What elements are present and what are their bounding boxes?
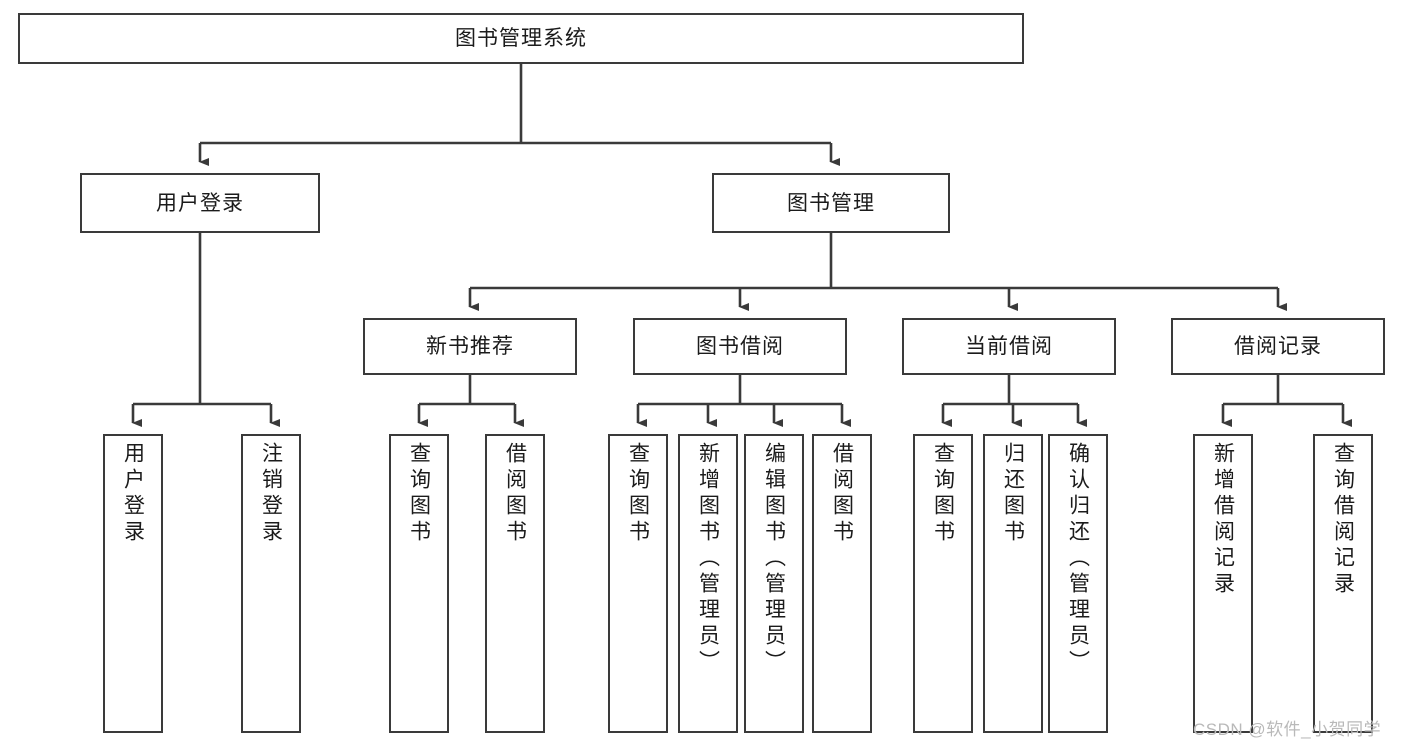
node-label-root: 图书管理系统 — [455, 27, 587, 50]
node-label-leaf-add-record: 新增借阅记录 — [1211, 442, 1235, 598]
node-label-borrow-record: 借阅记录 — [1234, 335, 1322, 358]
node-leaf-query-book-1[interactable]: 查询图书 — [389, 434, 449, 733]
node-label-book-manage: 图书管理 — [787, 191, 875, 215]
node-user-login[interactable]: 用户登录 — [80, 173, 320, 233]
node-label-user-login: 用户登录 — [156, 191, 244, 215]
node-leaf-borrow-book-2[interactable]: 借阅图书 — [812, 434, 872, 733]
node-leaf-query-record[interactable]: 查询借阅记录 — [1313, 434, 1373, 733]
node-label-book-borrow: 图书借阅 — [696, 335, 784, 358]
node-book-manage[interactable]: 图书管理 — [712, 173, 950, 233]
node-label-new-book-recommend: 新书推荐 — [426, 335, 514, 358]
node-current-borrow[interactable]: 当前借阅 — [902, 318, 1116, 375]
node-leaf-user-login[interactable]: 用户登录 — [103, 434, 163, 733]
node-label-leaf-add-book: 新增图书（管理员） — [696, 442, 720, 676]
watermark-text: CSDN @软件_小贺同学 — [1193, 720, 1382, 739]
node-label-leaf-query-book-2: 查询图书 — [626, 442, 650, 546]
node-borrow-record[interactable]: 借阅记录 — [1171, 318, 1385, 375]
node-label-leaf-return-book: 归还图书 — [1001, 442, 1025, 546]
connector-group — [131, 64, 1352, 427]
node-label-leaf-borrow-book-1: 借阅图书 — [503, 442, 527, 546]
node-leaf-edit-book[interactable]: 编辑图书（管理员） — [744, 434, 804, 733]
node-label-leaf-query-record: 查询借阅记录 — [1331, 442, 1355, 598]
node-leaf-borrow-book-1[interactable]: 借阅图书 — [485, 434, 545, 733]
node-leaf-return-book[interactable]: 归还图书 — [983, 434, 1043, 733]
node-label-leaf-query-book-3: 查询图书 — [931, 442, 955, 546]
node-label-leaf-confirm-return: 确认归还（管理员） — [1066, 442, 1090, 676]
node-leaf-add-book[interactable]: 新增图书（管理员） — [678, 434, 738, 733]
node-leaf-user-logout[interactable]: 注销登录 — [241, 434, 301, 733]
node-label-leaf-edit-book: 编辑图书（管理员） — [762, 442, 786, 676]
node-leaf-query-book-2[interactable]: 查询图书 — [608, 434, 668, 733]
node-label-leaf-user-logout: 注销登录 — [259, 442, 283, 546]
node-label-leaf-query-book-1: 查询图书 — [407, 442, 431, 546]
node-leaf-add-record[interactable]: 新增借阅记录 — [1193, 434, 1253, 733]
node-label-leaf-user-login: 用户登录 — [121, 442, 145, 546]
node-label-current-borrow: 当前借阅 — [965, 335, 1053, 358]
node-label-leaf-borrow-book-2: 借阅图书 — [830, 442, 854, 546]
node-leaf-confirm-return[interactable]: 确认归还（管理员） — [1048, 434, 1108, 733]
node-root[interactable]: 图书管理系统 — [18, 13, 1024, 64]
node-leaf-query-book-3[interactable]: 查询图书 — [913, 434, 973, 733]
node-new-book-recommend[interactable]: 新书推荐 — [363, 318, 577, 375]
node-book-borrow[interactable]: 图书借阅 — [633, 318, 847, 375]
